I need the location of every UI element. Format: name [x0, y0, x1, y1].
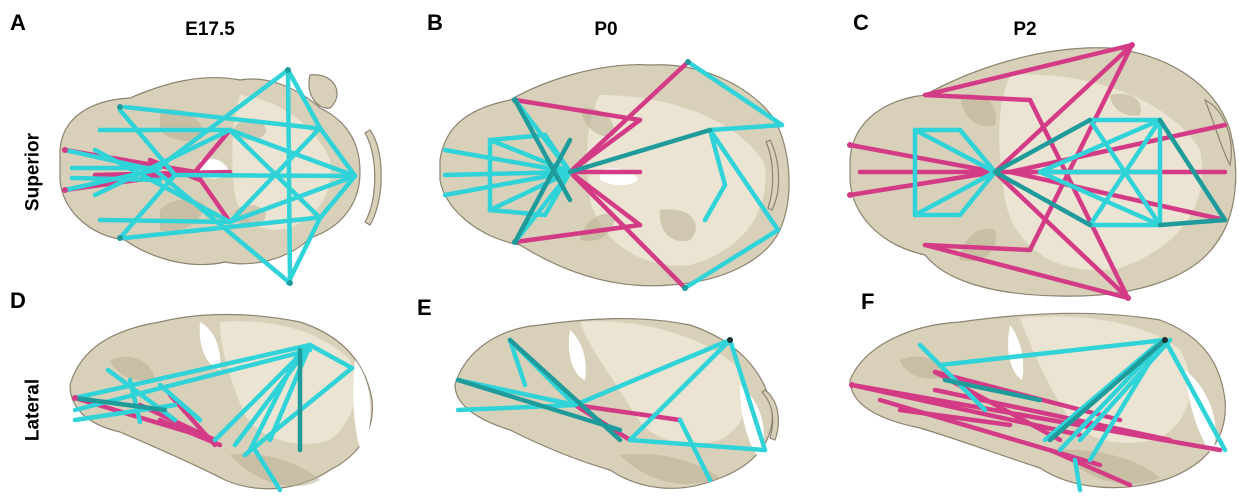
- figure: E17.5 P0 P2 A B C D E F Superior Lateral: [0, 0, 1239, 500]
- skull-lateral-p2-image: [0, 0, 1239, 500]
